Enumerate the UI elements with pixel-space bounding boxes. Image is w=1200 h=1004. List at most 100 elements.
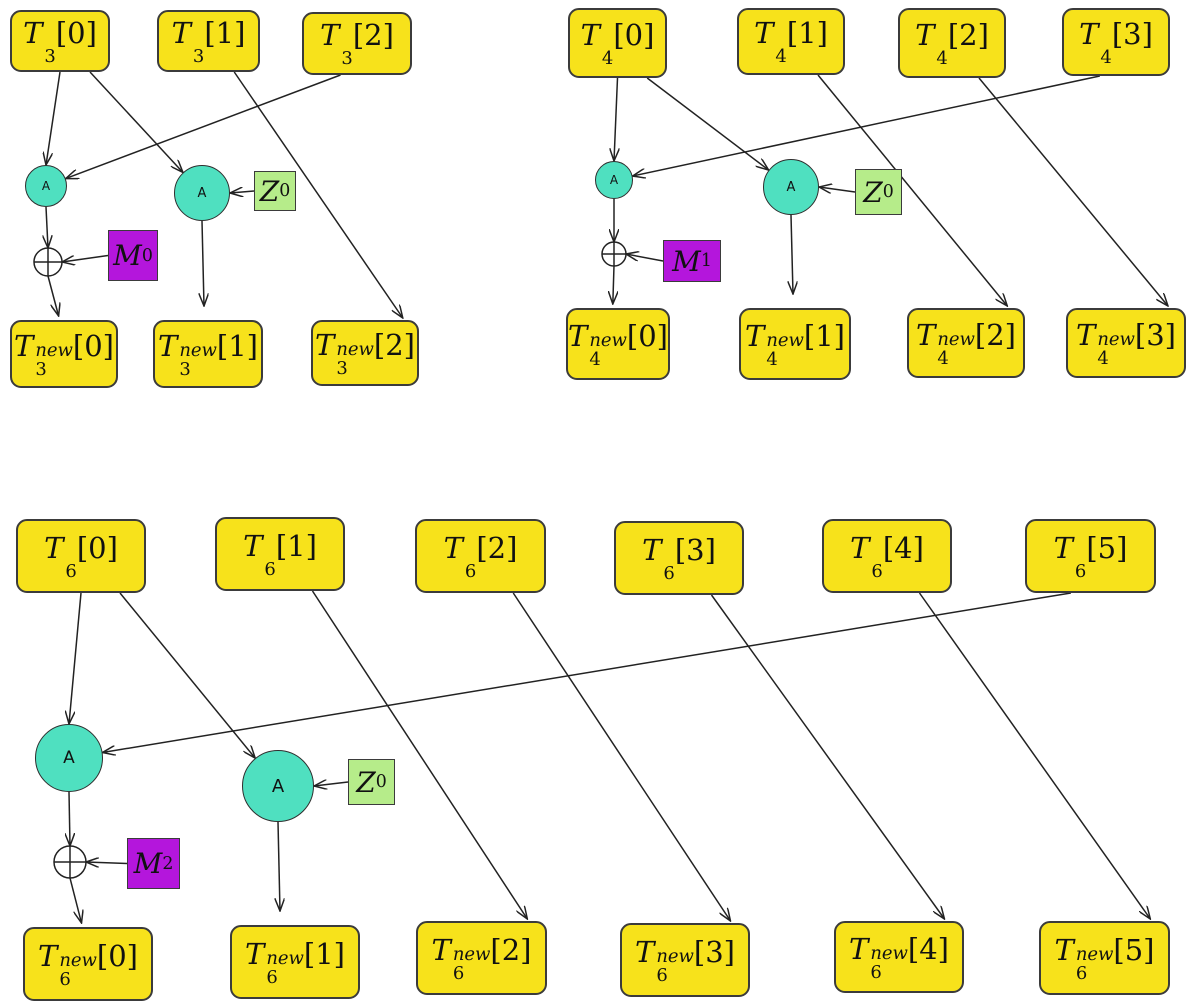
label-superscript: new [336, 338, 374, 360]
label-variable: T [915, 317, 936, 352]
label-variable: Z [863, 175, 883, 209]
input-tensor-g4-1: T 4[1] [737, 8, 845, 75]
label-variable: T [314, 327, 335, 362]
label-variable: T [443, 530, 463, 565]
label-index: [1] [303, 936, 346, 971]
label-index: [2] [352, 18, 394, 53]
label-subscript: 3 [35, 358, 47, 380]
arrow-pass-4 [918, 592, 1151, 919]
label-superscript: new [179, 339, 217, 361]
label-index: [4] [882, 530, 924, 565]
label-index: [1] [786, 16, 828, 51]
label-subscript: 1 [700, 251, 712, 271]
label-variable: T [1053, 530, 1073, 565]
adder-node: A [595, 161, 633, 199]
label-subscript: 3 [179, 358, 191, 380]
label-variable: M [133, 847, 163, 880]
label-index: [2] [947, 17, 989, 52]
xor-node [601, 241, 627, 267]
label-index: [0] [96, 938, 139, 973]
label-index: [0] [72, 328, 115, 363]
arrow-pass-2 [512, 592, 730, 921]
label-subscript: 0 [882, 182, 894, 202]
arrow-z-to-adder1 [819, 187, 856, 192]
label-variable: T [754, 16, 774, 51]
label-subscript: 6 [870, 961, 882, 983]
label-variable: T [567, 318, 588, 353]
label-superscript: new [266, 947, 304, 969]
adder-label: A [41, 179, 51, 193]
label-index: [1] [204, 15, 246, 50]
label-subscript: 6 [464, 560, 477, 582]
arrow-adder0-to-xor [69, 791, 70, 846]
label-index: [3] [1134, 317, 1177, 352]
arrow-t0-to-adder1 [89, 71, 183, 172]
arrow-adder0-to-xor [46, 206, 48, 248]
label-variable: T [634, 934, 655, 969]
input-tensor-g6-0: T 6[0] [16, 519, 146, 593]
arrow-adder1-to-out1 [278, 821, 280, 911]
arrow-adder1-to-out1 [202, 220, 204, 306]
arrow-pass-1 [233, 71, 403, 318]
label-subscript: 2 [162, 853, 174, 874]
adder-node: A [174, 165, 230, 221]
label-subscript: 6 [1075, 962, 1088, 984]
adder-label: A [197, 185, 207, 201]
label-index: [0] [55, 15, 97, 50]
label-variable: T [1054, 932, 1074, 967]
label-variable: T [915, 17, 935, 52]
label-variable: T [642, 532, 662, 567]
arrow-adder1-to-out1 [791, 214, 793, 294]
label-subscript: 0 [279, 181, 291, 201]
label-variable: T [244, 936, 265, 971]
label-variable: Z [259, 174, 280, 208]
label-superscript: new [59, 949, 97, 971]
label-variable: T [23, 15, 43, 50]
input-tensor-g6-4: T 6[4] [822, 519, 952, 593]
label-index: [2] [373, 327, 416, 362]
label-superscript: new [1097, 328, 1135, 350]
adder-label: A [609, 173, 619, 187]
label-subscript: 4 [937, 347, 949, 369]
xor-node [33, 247, 63, 277]
label-index: [5] [1086, 530, 1128, 565]
input-tensor-g6-3: T 6[3] [614, 521, 744, 595]
label-index: [1] [216, 328, 259, 363]
label-variable: T [848, 931, 869, 966]
arrow-z-to-adder1 [314, 782, 349, 786]
label-variable: T [1075, 317, 1096, 352]
label-variable: M [113, 239, 142, 272]
label-variable: T [431, 932, 451, 967]
arrow-t0-to-adder0 [46, 71, 61, 165]
label-subscript: 3 [341, 48, 353, 69]
label-variable: T [44, 530, 64, 565]
label-superscript: new [937, 328, 975, 350]
label-subscript: 3 [192, 45, 205, 67]
adder-node: A [763, 159, 819, 215]
label-subscript: 6 [663, 562, 675, 584]
label-superscript: new [589, 329, 627, 351]
input-tensor-g4-0: T 4[0] [568, 8, 667, 78]
arrow-pass-1 [311, 590, 528, 919]
arrow-m-to-xor [62, 254, 109, 263]
input-tensor-g3-0: T 3[0] [10, 10, 110, 72]
input-tensor-g4-2: T 4[2] [898, 8, 1006, 78]
label-variable: T [243, 528, 263, 563]
label-subscript: 3 [336, 357, 348, 379]
label-index: [3] [674, 532, 716, 567]
label-subscript: 6 [871, 560, 883, 582]
label-variable: T [850, 530, 870, 565]
input-tensor-g3-2: T 3[2] [302, 12, 412, 75]
label-index: [3] [693, 934, 736, 969]
adder-label: A [63, 748, 75, 768]
